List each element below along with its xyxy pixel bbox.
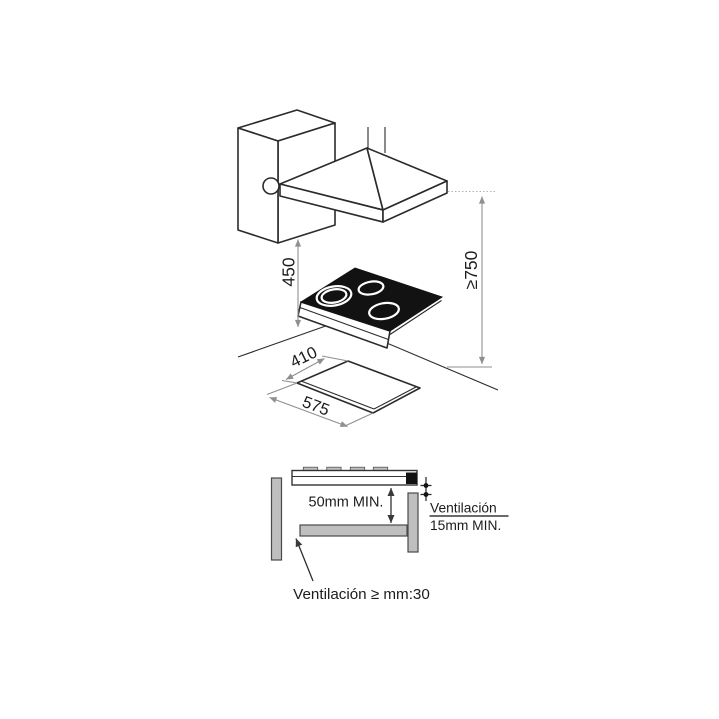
left-side-panel [270,477,283,561]
cabinet-knob [262,177,280,195]
ext-line-410-b [281,379,298,384]
gap-dot-top [423,483,429,488]
installation-view: 450 ≥750 410 575 [237,109,499,428]
cooktop-profile [291,466,418,486]
dim-label-575: 575 [300,393,332,420]
counter-back-left-edge [237,321,338,358]
range-hood [279,127,448,223]
bottom-vent-leader-arrow [295,538,314,582]
burner-medium [368,301,400,321]
dim-label-410: 410 [287,343,320,371]
cabinet-front-face [237,127,279,244]
ext-line-575-a [266,382,298,396]
burner-large-outer-ring [315,285,353,307]
ext-line-575-b [345,412,374,426]
section-view: 50mm MIN. Ventilación 15mm MIN. Ventilac… [270,466,509,603]
side-vent-label-line1: Ventilación [430,501,497,516]
clearance-label: 50mm MIN. [309,495,384,511]
dim-line-575 [269,396,348,428]
hood-rim-right [382,180,448,223]
dim-label-750: ≥750 [461,250,481,289]
cooktop-glass-surface [299,267,444,332]
cooktop-right-rim [389,300,442,335]
ext-line-410-a [321,355,349,362]
burner-small [357,280,385,296]
cooktop-body-profile [291,469,418,486]
bottom-vent-label: Ventilación ≥ mm:30 [293,586,430,603]
shelf-panel [299,524,408,537]
height-dimensions [294,191,497,368]
dim-label-450: 450 [279,257,299,286]
cooktop [297,267,444,349]
dim-line-410 [285,358,325,380]
gap-dot-bottom [423,492,429,497]
side-vent-label-line2: 15mm MIN. [430,518,501,533]
gap-indicator-15mm [420,477,432,501]
cutout-inner-wall-right [373,386,418,410]
cooktop-base-lip [299,306,389,341]
burners [315,280,400,321]
burner-large-inner-ring [320,288,348,304]
cutout-inner-wall-left [300,380,375,410]
cooktop-control-box [406,472,417,484]
right-divider-panel [407,492,419,553]
cutout-dimensions [266,355,374,428]
